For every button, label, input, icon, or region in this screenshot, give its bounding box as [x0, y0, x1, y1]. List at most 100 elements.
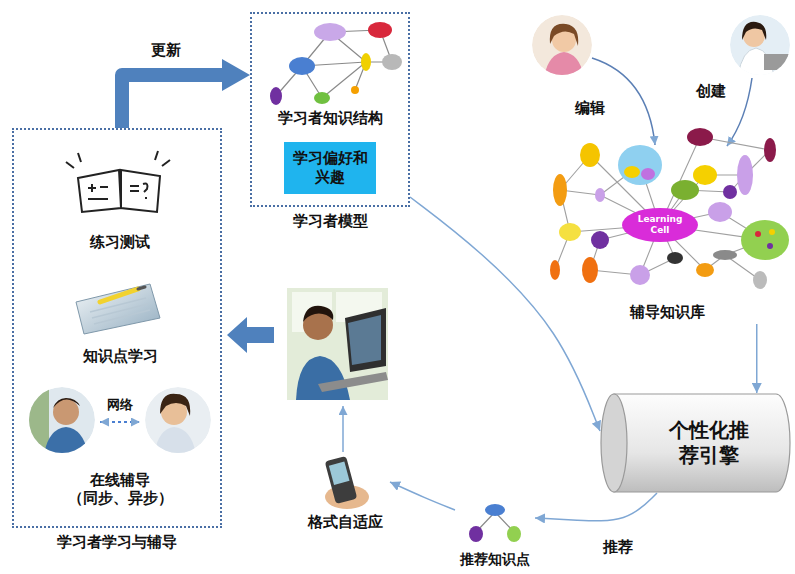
recommended-graph-icon [469, 526, 483, 542]
phone-icon [325, 456, 358, 504]
engine-label: 个性化推 荐引擎 [665, 418, 753, 468]
item-caption: 知识点学习 [83, 347, 158, 366]
study-item: 知识点学习 [60, 268, 180, 368]
exercise-book-icon [88, 184, 148, 199]
panel-title: 学习者学习与辅导 [57, 533, 177, 552]
creator-portrait [764, 54, 790, 70]
study-book-icon [138, 287, 145, 289]
knowledge-structure-graph [361, 53, 371, 71]
knowledge-network [582, 257, 598, 283]
study-book-icon [100, 289, 138, 302]
flow-connector [410, 197, 600, 431]
creator-portrait [730, 15, 790, 76]
return-arrow [227, 317, 274, 353]
learner-photo [303, 306, 333, 322]
knowledge-network [667, 252, 683, 264]
create-arrow [727, 78, 752, 146]
exercise-book-icon [66, 151, 170, 212]
knowledge-base: 辅导知识库 Learning Cell [540, 122, 795, 324]
knowledge-structure-graph [289, 57, 315, 75]
cylinder-body [614, 394, 790, 492]
edge-label: 推荐 [600, 538, 636, 556]
study-book-icon [76, 284, 160, 334]
exercise-book-icon [121, 170, 160, 212]
phone-icon [329, 462, 350, 485]
knowledge-structure-graph [314, 92, 330, 104]
item-caption: 学习者知识结构 [278, 109, 383, 128]
tutor-portrait [145, 387, 211, 455]
knowledge-structure-graph [382, 54, 402, 70]
item-caption: 辅导知识库 [630, 303, 705, 322]
knowledge-structure-item: 学习者知识结构 [262, 18, 398, 130]
study-book-icon [76, 284, 160, 334]
knowledge-network [630, 265, 650, 285]
learner-model-panel: 学习者模型学习者知识结构学习偏好和 兴趣 [250, 12, 410, 207]
preference-box: 学习偏好和 兴趣 [284, 142, 376, 194]
cylinder-face [601, 394, 627, 492]
creator-portrait [730, 15, 790, 75]
student-portrait [53, 398, 80, 408]
learning-panel: 学习者学习与辅导练习测试知识点学习在线辅导 （同步、异步） [12, 128, 222, 528]
recommendation-engine: 个性化推 荐引擎 [600, 393, 790, 493]
knowledge-structure-graph [314, 23, 346, 41]
exercise-item: 练习测试 [60, 150, 180, 254]
delivery-arrow [342, 406, 344, 452]
knowledge-network [550, 128, 789, 289]
item-caption: 练习测试 [90, 233, 150, 252]
learner-photo [318, 372, 388, 392]
knowledge-network [553, 174, 567, 206]
knowledge-structure-graph [270, 87, 282, 105]
knowledge-network [671, 180, 699, 200]
knowledge-network [618, 145, 662, 185]
knowledge-network [723, 185, 737, 199]
item-caption: 在线辅导 （同步、异步） [58, 471, 182, 509]
creator-portrait [742, 22, 766, 40]
student-portrait [29, 387, 49, 453]
recommended-graph-icon [469, 504, 521, 542]
knowledge-network [753, 271, 767, 289]
recommended-graph-icon [507, 526, 521, 542]
knowledge-structure-graph [368, 22, 392, 38]
knowledge-network [641, 168, 655, 180]
panel-title: 学习者模型 [293, 212, 368, 231]
knowledge-network [693, 165, 717, 185]
return-arrow [244, 327, 274, 343]
knowledge-structure-graph [351, 86, 359, 94]
knowledge-network [737, 155, 753, 195]
knowledge-network [764, 138, 776, 162]
editor-portrait [532, 15, 592, 78]
annotation-label: 创建 [693, 82, 729, 100]
recommended-graph-icon [485, 504, 505, 516]
edge-label: 更新 [148, 41, 184, 59]
knowledge-network [550, 260, 560, 280]
flow-connector [756, 324, 758, 393]
recommended-item: 推荐知识点 [455, 496, 535, 570]
knowledge-network [687, 128, 713, 146]
learning-cell-node: Learning Cell [621, 207, 699, 243]
update-arrow [122, 75, 222, 128]
item-caption: 格式自适应 [308, 513, 383, 532]
student-portrait [44, 427, 88, 455]
annotation-label: 网络 [104, 397, 136, 413]
ellipse-shape [622, 208, 698, 242]
knowledge-network [708, 202, 732, 222]
knowledge-network [624, 166, 640, 178]
exercise-book-icon [66, 151, 170, 168]
student-portrait [29, 387, 95, 455]
adaptive-format-item: 格式自适应 [300, 452, 390, 534]
learner-photo [287, 288, 388, 400]
knowledge-network [755, 231, 761, 237]
knowledge-network [696, 263, 714, 277]
learner-photo [348, 315, 381, 365]
learner-photo [345, 308, 386, 372]
knowledge-network [767, 243, 773, 249]
knowledge-structure-graph [270, 22, 402, 105]
knowledge-network [741, 220, 789, 260]
knowledge-network [595, 188, 605, 202]
knowledge-network [559, 223, 581, 241]
network-link [100, 421, 140, 423]
flow-connector [535, 493, 657, 521]
flow-connector [390, 482, 455, 510]
